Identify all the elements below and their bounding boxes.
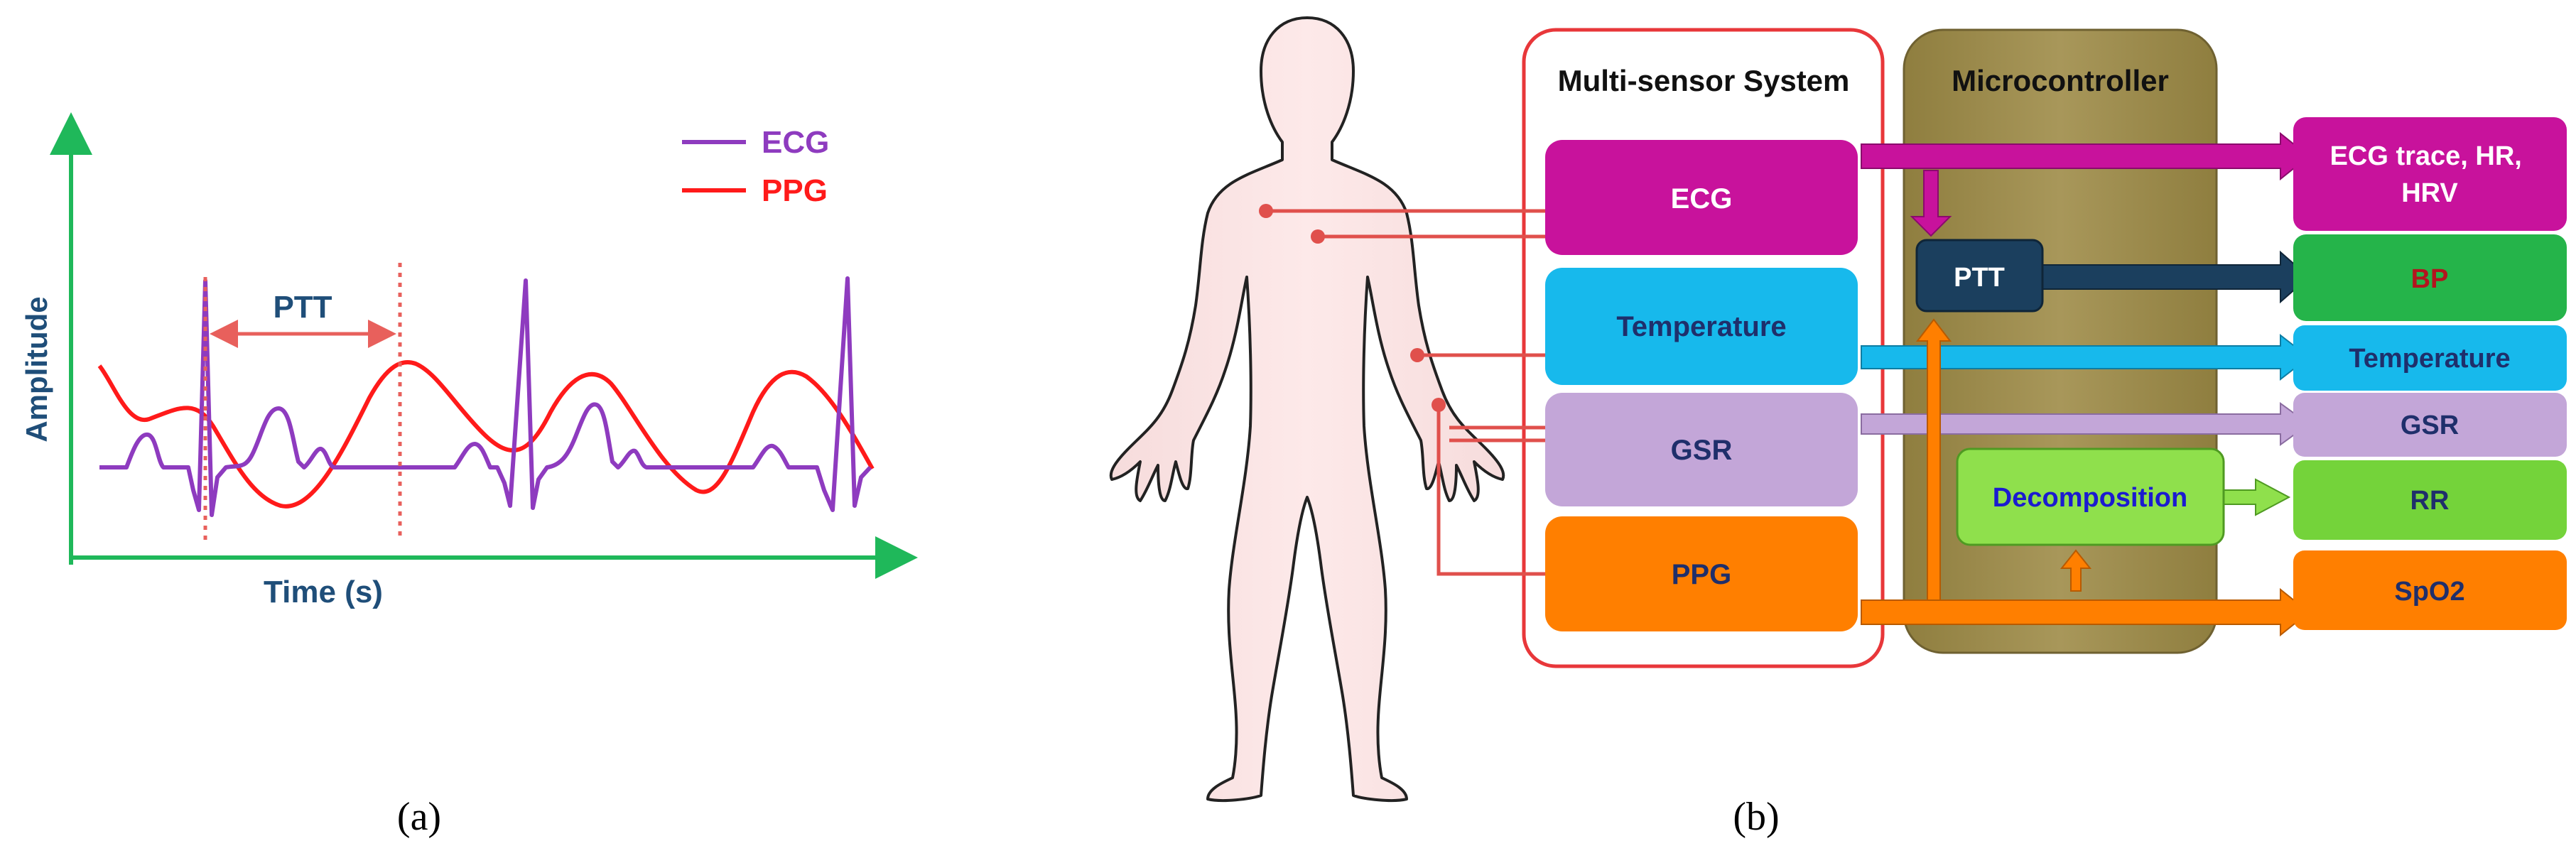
output-box-gsr [2293,393,2567,457]
ppg-lead [1436,405,1545,576]
output-box-rr [2293,460,2567,540]
electrode-dots [1259,204,1446,412]
electrode-chest-dot [1259,204,1273,218]
panel-b: Multi-sensor System Microcontroller [1109,16,2567,839]
human-body-silhouette [1109,16,1505,803]
output-bp: BP [2293,234,2567,321]
caption-a: (a) [397,795,441,839]
signal-arrows [1861,131,2310,637]
output-box-bp [2293,234,2567,321]
output-ecg: ECG trace, HR, HRV [2293,117,2567,231]
output-rr: RR [2293,460,2567,540]
legend-ppg-label: PPG [762,173,828,208]
sensor-box-ecg [1545,140,1858,255]
decomposition-box [1956,447,2225,546]
panel-a: Amplitude Time (s) PTT ECG PPG (a) [20,112,918,839]
output-label-ecg-line1: ECG trace, HR, [2330,141,2522,171]
ecg-to-ptt-arrow [1910,170,1952,237]
electrode-wrist-dot [1410,348,1424,362]
sensor-label-ecg: ECG [1671,183,1733,215]
processing-ptt: PTT [1915,239,2044,313]
output-label-gsr: GSR [2401,411,2459,440]
sensor-ecg: ECG [1545,140,1858,255]
x-axis-label: Time (s) [264,575,383,609]
ptt-label: PTT [273,290,332,325]
output-temperature: Temperature [2293,325,2567,391]
sensor-ppg: PPG [1545,516,1858,631]
sensor-gsr: GSR [1545,393,1858,506]
sensor-label-gsr: GSR [1671,435,1733,466]
processing-decomposition: Decomposition [1956,447,2225,546]
ppg-to-ptt-arrow [1915,318,1952,601]
legend-ecg-label: ECG [762,125,829,160]
output-gsr: GSR [2293,393,2567,457]
output-label-rr: RR [2410,486,2450,516]
sensor-label-ppg: PPG [1672,559,1731,590]
sensor-box-ppg [1545,516,1858,631]
sensor-label-temperature: Temperature [1616,311,1786,342]
legend: ECG PPG [682,125,829,208]
ppg-waveform [97,359,875,509]
ptt-box [1915,239,2044,313]
output-box-ecg [2293,117,2567,231]
output-label-temperature: Temperature [2349,344,2510,374]
caption-b: (b) [1733,795,1779,839]
output-label-ecg: ECG trace, HR, HRV [2330,141,2530,208]
electrode-chest-dot [1311,229,1325,244]
decomposition-box-label: Decomposition [1993,483,2187,513]
output-spo2: SpO2 [2293,550,2567,630]
sensor-box-gsr [1545,393,1858,506]
body-connections [1266,209,1545,576]
multi-sensor-title: Multi-sensor System [1558,64,1850,97]
ecg-waveform [99,276,872,517]
sensor-temperature: Temperature [1545,268,1858,385]
y-axis-label: Amplitude [20,296,53,442]
output-box-temperature [2293,325,2567,391]
electrode-finger-dot [1432,398,1446,412]
sensor-box-temperature [1545,268,1858,385]
microcontroller-title: Microcontroller [1952,64,2169,97]
output-label-spo2: SpO2 [2394,577,2464,607]
ppg-to-decomposition-arrow [2060,549,2092,592]
output-label-bp: BP [2411,264,2449,294]
output-box-spo2 [2293,550,2567,630]
ptt-box-label: PTT [1954,263,2005,293]
output-label-ecg-line2: HRV [2401,178,2458,208]
